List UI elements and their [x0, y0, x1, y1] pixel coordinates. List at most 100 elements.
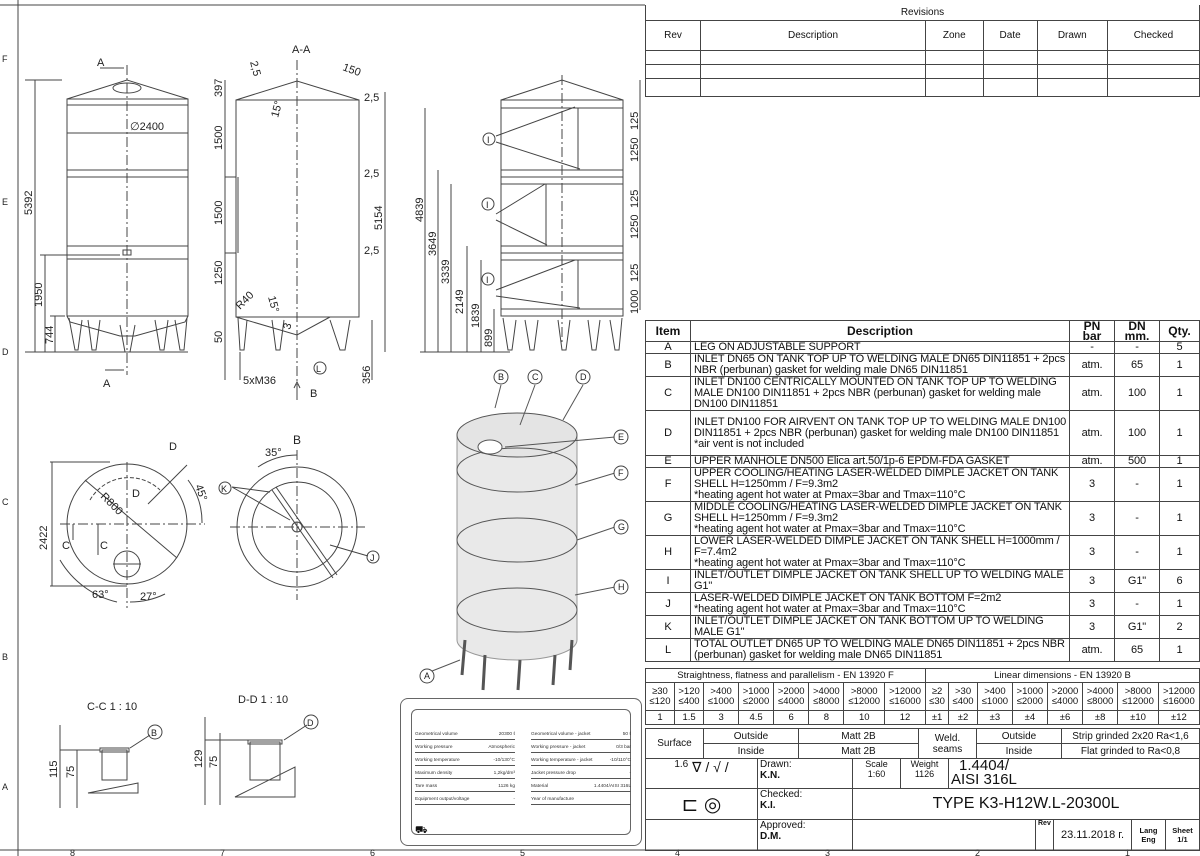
range-min: >2000: [1051, 685, 1079, 697]
item-callout-j: J: [370, 553, 375, 563]
dim-150: 150: [341, 62, 362, 80]
roughness-value: 1.6: [674, 759, 689, 771]
item-dn: 65: [1114, 353, 1160, 377]
item-row: F UPPER COOLING/HEATING LASER-WELDED DIM…: [645, 467, 1200, 502]
empty-cell: [852, 819, 1036, 851]
item-description: INLET DN65 ON TANK TOP UP TO WELDING MAL…: [690, 353, 1070, 377]
surface-label: Surface: [645, 728, 704, 759]
nameplate-label: Geometrical volume: [415, 732, 458, 737]
zone-col-label: 4: [675, 848, 680, 856]
nameplate-row: Year of manufacture: [531, 794, 631, 805]
nameplate-label: Working temperature - jacket: [531, 758, 593, 763]
zone-col-label: 7: [220, 848, 225, 856]
item-description: MIDDLE COOLING/HEATING LASER-WELDED DIMP…: [690, 501, 1070, 536]
range-max: ≤8000: [1086, 695, 1114, 707]
lang-label: Lang: [1139, 826, 1158, 835]
item-callout-l: L: [316, 364, 321, 374]
nameplate-label: Working pressure: [415, 745, 453, 750]
item-qty: 1: [1159, 638, 1200, 662]
revision-row: [645, 63, 1200, 79]
zone-col-label: 6: [370, 848, 375, 856]
material-line-1: 1.4404/: [959, 758, 1010, 774]
dim-5xm36: 5xM36: [243, 375, 276, 387]
dim-2-5: 2,5: [364, 92, 379, 104]
item-row: G MIDDLE COOLING/HEATING LASER-WELDED DI…: [645, 501, 1200, 536]
zone-col-label: 2: [975, 848, 980, 856]
item-note: *heating agent hot water at Pmax=3bar an…: [694, 557, 966, 569]
item-row: E UPPER MANHOLE DN500 Elica art.50/1p-6 …: [645, 455, 1200, 468]
dim-1500: 1500: [213, 201, 225, 225]
weight-label: Weight: [910, 759, 939, 770]
item-dn: 500: [1114, 455, 1160, 468]
nameplate-value: 1.4404/AISI 316L: [593, 784, 631, 789]
range-min: >2000: [777, 685, 805, 697]
nameplate-row: Working temperature-10/130°C: [415, 755, 515, 766]
dim-1250: 1250: [213, 261, 225, 285]
linear-tolerance: ±12: [1157, 710, 1200, 725]
rev-header: Rev: [645, 19, 701, 51]
item-note: *heating agent hot water at Pmax=3bar an…: [694, 523, 966, 535]
range-max: ≤16000: [1163, 695, 1195, 707]
weld-seams-label: Weld. seams: [918, 728, 977, 759]
linear-range: >30≤400: [948, 682, 979, 711]
section-mark-c: C: [62, 540, 70, 552]
item-callout-g: G: [618, 522, 625, 532]
item-pn: 3: [1069, 615, 1115, 639]
item-description: INLET/OUTLET DIMPLE JACKET ON TANK BOTTO…: [690, 615, 1070, 639]
dim-r40: R40: [234, 289, 257, 312]
item-dn: -: [1114, 592, 1160, 616]
border-zone-labels: 8 7 6 5 4 3 2 1 F E D C B A: [2, 54, 1130, 856]
linear-tolerance: ±8: [1082, 710, 1119, 725]
item-letter: K: [645, 615, 691, 639]
range-min: >12000: [889, 685, 922, 697]
straightness-tolerance: 1: [645, 710, 675, 725]
item-description-text: INLET/OUTLET DIMPLE JACKET ON TANK SHELL…: [694, 569, 1064, 592]
item-letter: B: [645, 353, 691, 377]
item-dn: G1": [1114, 569, 1160, 593]
pn-label: PN: [1083, 320, 1101, 333]
straightness-range: >2000≤4000: [773, 682, 810, 711]
dim-125: 125: [629, 190, 641, 208]
dim-1000: 1000: [629, 290, 641, 314]
range-min: >4000: [1086, 685, 1114, 697]
nameplate-label: Working pressure - jacket: [531, 745, 586, 750]
isometric-view: [426, 384, 616, 691]
front-view: [25, 65, 189, 375]
range-min: >120: [678, 685, 700, 697]
item-qty: 1: [1159, 535, 1200, 570]
item-description: TOTAL OUTLET DN65 UP TO WELDING MALE DN6…: [690, 638, 1070, 662]
linear-tolerance: ±10: [1117, 710, 1159, 725]
item-dn: 100: [1114, 376, 1160, 411]
scale-value: 1:60: [867, 769, 886, 779]
item-callout-e: E: [618, 432, 624, 442]
dim-5154: 5154: [373, 206, 385, 230]
item-description-text: INLET/OUTLET DIMPLE JACKET ON TANK BOTTO…: [694, 615, 1044, 638]
surface-outside-label: Outside: [703, 728, 799, 744]
range-min: >8000: [850, 685, 878, 697]
item-description: INLET DN100 FOR AIRVENT ON TANK TOP UP T…: [690, 410, 1070, 456]
range-max: ≤8000: [813, 695, 840, 707]
item-qty: 1: [1159, 455, 1200, 468]
item-description-text: INLET DN100 CENTRICALLY MOUNTED ON TANK …: [694, 376, 1057, 410]
item-letter: D: [645, 410, 691, 456]
view-mark-b: B: [293, 433, 301, 447]
section-mark-d: D: [132, 488, 140, 500]
angle-45: 45°: [192, 483, 209, 503]
item-description-text: LOWER LASER-WELDED DIMPLE JACKET ON TANK…: [694, 535, 1060, 558]
item-description: UPPER COOLING/HEATING LASER-WELDED DIMPL…: [690, 467, 1070, 502]
range-max: ≤2000: [1016, 695, 1044, 707]
dim-3: 3: [281, 322, 294, 331]
linear-tolerance: ±4: [1011, 710, 1048, 725]
item-pn: atm.: [1069, 353, 1115, 377]
qty-header: Qty.: [1159, 320, 1200, 342]
linear-range: ≥2≤30: [925, 682, 950, 711]
range-min: >8000: [1124, 685, 1152, 697]
dim-75: 75: [65, 766, 77, 778]
dim-397: 397: [213, 79, 225, 97]
dim-2422: 2422: [38, 526, 50, 550]
